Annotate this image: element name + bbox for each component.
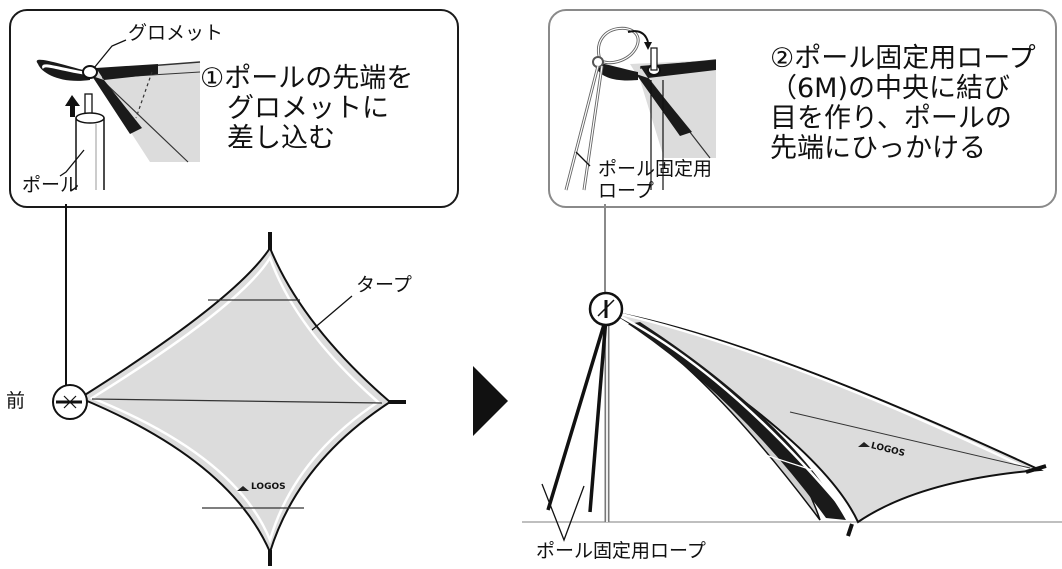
right-knot-detail — [564, 26, 717, 191]
right-callout-box — [548, 9, 1057, 208]
tarp-label: タープ — [356, 274, 412, 296]
bottom-rope-label: ポール固定用ロープ — [536, 540, 706, 562]
left-logo: LOGOS — [251, 482, 286, 492]
right-tarp-pitched — [522, 291, 1062, 542]
left-step-text: ①ポールの先端を グロメットに 差し込む — [200, 63, 414, 154]
next-step-arrow — [473, 366, 508, 436]
left-callout-box — [9, 9, 459, 208]
pole-label: ポール — [22, 174, 80, 196]
left-tarp — [52, 232, 406, 566]
front-label: 前 — [6, 390, 26, 412]
left-grommet-detail — [36, 39, 201, 190]
rope-label-line2: ロープ — [598, 180, 654, 202]
rope-label-line1: ポール固定用 — [598, 158, 713, 180]
grommet-label: グロメット — [128, 22, 224, 44]
right-step-text: ②ポール固定用ロープ （6M)の中央に結び 目を作り、ポールの 先端にひっかける — [770, 43, 1036, 164]
